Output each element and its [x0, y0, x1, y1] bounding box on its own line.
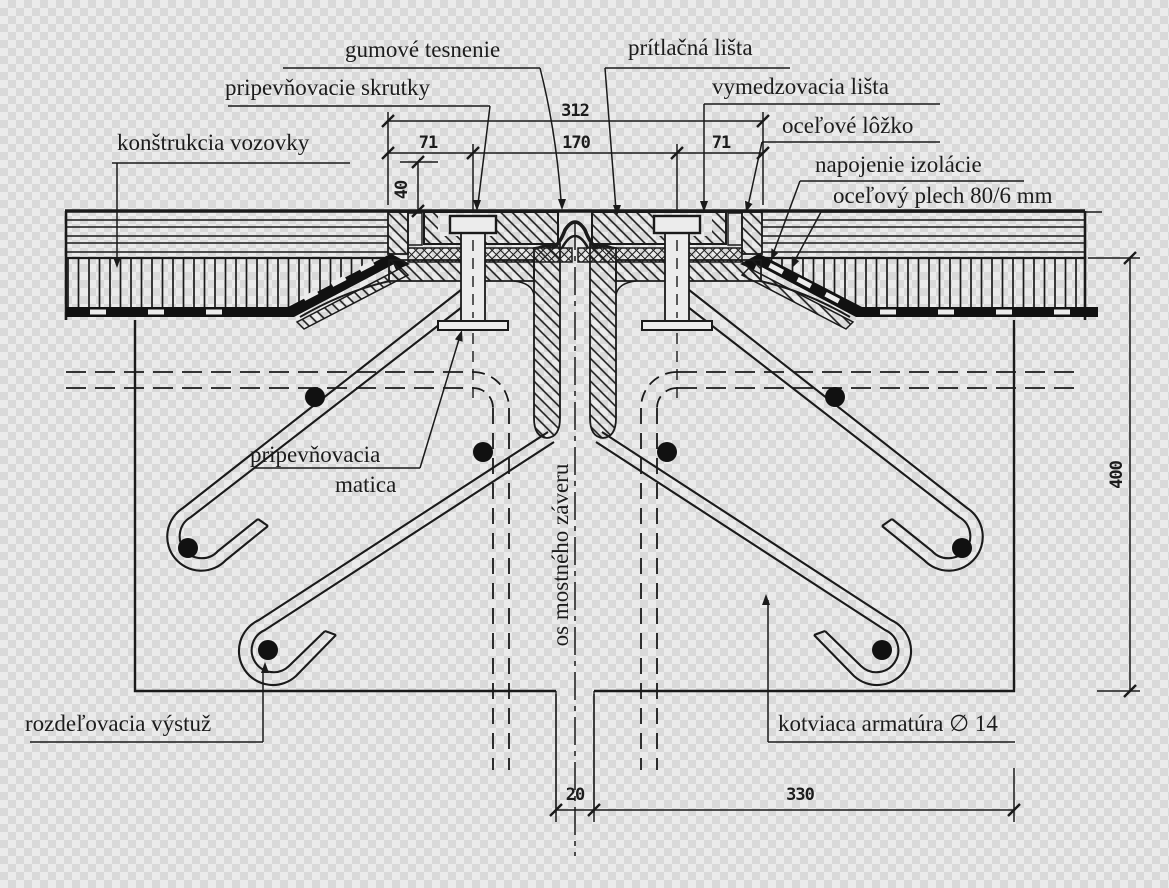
bolt-head-right [652, 214, 702, 235]
clamp-plate-right-a [712, 212, 726, 244]
asphalt-layer-lines [762, 219, 1085, 253]
label-gumove-tesnenie: gumové tesnenie [345, 37, 500, 62]
clamp-plate-left-b [496, 212, 558, 244]
web-fillet-right [615, 280, 637, 296]
label-pripevnovacia: pripevňovacia [250, 442, 380, 467]
dim-left-width: 71 [419, 133, 438, 153]
anchor-sleeve-dashed [492, 408, 658, 770]
label-pritlacna-lista: prítlačná lišta [628, 35, 753, 60]
washer-nut-right [641, 320, 713, 331]
waterproofing-strip [66, 253, 398, 317]
bolt-right [641, 214, 713, 398]
dim-pavement-depth: 40 [392, 180, 412, 199]
web-fillet-left [513, 280, 535, 296]
washer-nut-left [437, 320, 509, 331]
bearing-block-right [741, 211, 763, 255]
anchor-loop-lower-left [237, 431, 555, 687]
label-rozdelovacia-vystuz: rozdeľovacia výstuž [25, 711, 211, 736]
label-napojenie-izolacie: napojenie izolácie [815, 152, 982, 177]
asphalt-layer-lines [66, 219, 388, 253]
dashed-bends [472, 371, 678, 409]
bolt-head-left [448, 214, 498, 235]
clamp-plate-left-a [424, 212, 438, 244]
leader-lines [30, 67, 1102, 743]
anchor-loop-lower-right [595, 431, 913, 687]
label-kotviaca-armatura: kotviaca armatúra ∅ 14 [778, 711, 998, 736]
rubber-seal [535, 220, 615, 250]
spacer-strip-left [407, 212, 423, 246]
anchor-loop-upper-right [674, 285, 984, 572]
rebar-section-dots [178, 387, 972, 660]
bearing-block-left [387, 211, 409, 255]
anchor-loops [166, 285, 984, 687]
road-base-hatch [764, 258, 1085, 311]
hidden-lines [66, 222, 1080, 856]
dim-block-height: 400 [1107, 460, 1127, 488]
roadway-right [740, 211, 1098, 330]
waterproofing-dashes [768, 262, 1070, 315]
label-matica: matica [335, 472, 396, 497]
steel-web-right [589, 242, 617, 439]
steel-web-left [533, 242, 561, 439]
dim-right-width: 71 [712, 133, 731, 153]
dim-joint-gap: 20 [566, 785, 585, 805]
bolt-left [437, 214, 509, 398]
label-vymedzovacia-lista: vymedzovacia lišta [712, 74, 889, 99]
dim-anchor-width: 330 [786, 785, 814, 805]
dim-mid-width: 170 [562, 133, 590, 153]
dim-total-width: 312 [561, 101, 589, 121]
label-ocelovy-plech: oceľový plech 80/6 mm [833, 183, 1053, 208]
spacer-strip-right [727, 212, 743, 246]
waterproofing-dashes [90, 260, 375, 315]
label-pripevnovacie-skrutky: pripevňovacie skrutky [225, 75, 431, 100]
clamp-plate-right-b [592, 212, 654, 244]
label-konstrukcia-vozovky: konštrukcia vozovky [117, 130, 310, 155]
dimension-lines [387, 112, 1140, 822]
anchor-loop-upper-left [166, 285, 476, 572]
dimension-ticks [381, 114, 1137, 817]
label-ocelove-lozko: oceľové lôžko [782, 113, 913, 138]
leader-arrows [113, 199, 800, 673]
horizontal-dashed-lines [66, 371, 1080, 389]
label-os-mostneho-zaveru: os mostného záveru [548, 463, 573, 646]
